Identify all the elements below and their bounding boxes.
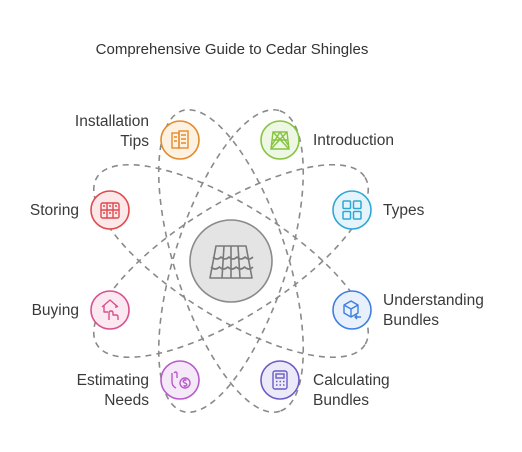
- roof-tiles-icon: [209, 245, 254, 279]
- label-understanding-bundles-text: Understanding Bundles: [383, 292, 484, 329]
- label-estimating-needs-text: Estimating Needs: [76, 372, 149, 409]
- label-buying-text: Buying: [31, 302, 79, 319]
- package-icon: [343, 300, 361, 320]
- label-storing-text: Storing: [29, 202, 79, 219]
- label-calculating-bundles: Calculating Bundles: [313, 371, 390, 411]
- diagram-title: Comprehensive Guide to Cedar Shingles: [95, 41, 369, 58]
- orbit-ellipse: [157, 108, 305, 414]
- orbit-ellipse: [157, 108, 305, 414]
- label-installation-tips: Installation Tips: [75, 112, 149, 152]
- node-estimating-needs[interactable]: [160, 360, 200, 400]
- node-installation-tips[interactable]: [160, 120, 200, 160]
- house-hand-icon: [101, 299, 119, 320]
- label-understanding-bundles: Understanding Bundles: [383, 291, 484, 331]
- label-estimating-needs: Estimating Needs: [77, 371, 149, 411]
- label-introduction: Introduction: [313, 131, 394, 151]
- cedar-pattern-icon: [270, 131, 290, 150]
- calculator-icon: [272, 370, 288, 390]
- label-installation-tips-text: Installation Tips: [74, 113, 149, 150]
- node-buying[interactable]: [90, 290, 130, 330]
- label-types-text: Types: [383, 202, 425, 219]
- building-icon: [171, 130, 189, 149]
- orbit-lines: [92, 108, 370, 414]
- label-types: Types: [383, 201, 424, 221]
- label-calculating-bundles-text: Calculating Bundles: [313, 372, 390, 409]
- money-hand-icon: [171, 371, 191, 389]
- node-storing[interactable]: [90, 190, 130, 230]
- node-introduction[interactable]: [260, 120, 300, 160]
- orbit-ellipse: [92, 163, 370, 359]
- node-calculating-bundles[interactable]: [260, 360, 300, 400]
- center-node: [189, 219, 273, 303]
- node-understanding-bundles[interactable]: [332, 290, 372, 330]
- label-storing: Storing: [30, 201, 79, 221]
- label-introduction-text: Introduction: [313, 132, 394, 149]
- label-buying: Buying: [32, 301, 79, 321]
- grid-icon: [342, 200, 362, 220]
- node-types[interactable]: [332, 190, 372, 230]
- storage-shelves-icon: [100, 202, 120, 219]
- orbit-ellipse: [92, 163, 370, 359]
